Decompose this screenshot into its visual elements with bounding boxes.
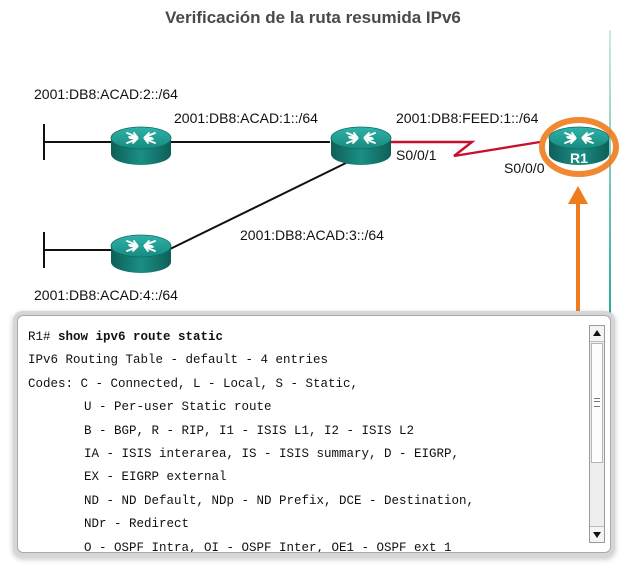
command-text: show ipv6 route static (58, 330, 224, 344)
scroll-up-button[interactable] (590, 326, 604, 342)
side-accent-rule (609, 30, 611, 335)
arrow-up-icon (593, 330, 601, 336)
network-topology: R1 (43, 117, 619, 318)
interface-label-s000: S0/0/0 (504, 160, 545, 176)
serial-link (390, 140, 541, 158)
diagram-title: Verificación de la ruta resumida IPv6 (165, 8, 461, 27)
terminal-scrollbar[interactable] (589, 325, 605, 543)
output-line: IA - ISIS interarea, IS - ISIS summary, … (84, 446, 460, 461)
command-line: R1# show ipv6 route static (28, 326, 588, 349)
r1-highlight-glow (539, 117, 619, 177)
network-label-acad1: 2001:DB8:ACAD:1::/64 (174, 110, 318, 126)
grip-icon (594, 398, 600, 407)
output-line: IPv6 Routing Table - default - 4 entries (28, 353, 329, 368)
output-line: B - BGP, R - RIP, I1 - ISIS L1, I2 - ISI… (84, 423, 415, 438)
terminal-output-panel[interactable]: R1# show ipv6 route static IPv6 Routing … (17, 315, 611, 553)
router-r1-label: R1 (570, 150, 588, 166)
output-line: Codes: C - Connected, L - Local, S - Sta… (28, 376, 359, 391)
router-icon-center (330, 126, 392, 166)
terminal-text: R1# show ipv6 route static IPv6 Routing … (28, 326, 588, 553)
output-line: EX - EIGRP external (84, 470, 227, 485)
network-label-acad3: 2001:DB8:ACAD:3::/64 (240, 227, 384, 243)
arrow-down-icon (593, 532, 601, 538)
output-line: ND - ND Default, NDp - ND Prefix, DCE - … (84, 493, 475, 508)
scroll-down-button[interactable] (590, 526, 604, 542)
output-line: NDr - Redirect (84, 517, 190, 532)
network-label-acad4: 2001:DB8:ACAD:4::/64 (34, 287, 178, 303)
router-icon-left-bottom (110, 234, 172, 274)
output-line: U - Per-user Static route (84, 400, 272, 415)
output-line: O - OSPF Intra, OI - OSPF Inter, OE1 - O… (84, 540, 452, 553)
interface-label-s001: S0/0/1 (396, 147, 437, 163)
router-icon-left-top (110, 126, 172, 166)
arrow-head-icon (568, 186, 588, 204)
network-label-feed1: 2001:DB8:FEED:1::/64 (396, 110, 539, 126)
link-acad3 (167, 161, 349, 251)
scroll-thumb[interactable] (591, 343, 603, 463)
prompt: R1# (28, 330, 51, 344)
network-label-acad2: 2001:DB8:ACAD:2::/64 (34, 86, 178, 102)
